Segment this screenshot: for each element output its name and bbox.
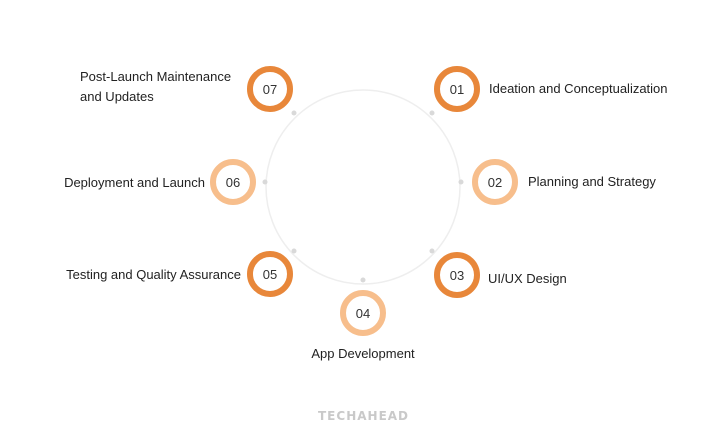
step-06-number: 06 [225, 174, 241, 190]
step-05-circle: 05 [247, 251, 293, 297]
step-05-label: Testing and Quality Assurance [66, 267, 241, 282]
step-01-number: 01 [449, 81, 465, 97]
ring-connector-dot [262, 179, 268, 185]
step-01-circle: 01 [434, 66, 480, 112]
step-05-number: 05 [262, 266, 278, 282]
step-02-label: Planning and Strategy [528, 174, 656, 189]
ring-connector-dot [429, 110, 435, 116]
step-04-number: 04 [355, 305, 371, 321]
step-07-number: 07 [262, 81, 278, 97]
step-02-circle: 02 [472, 159, 518, 205]
step-06-label: Deployment and Launch [64, 175, 205, 190]
brand-logo: TECHAHEAD [318, 409, 410, 423]
step-07-label-line2: and Updates [80, 89, 154, 104]
step-03-label: UI/UX Design [488, 271, 567, 286]
ring-circle [265, 89, 461, 285]
ring-connector-dot [429, 248, 435, 254]
step-07-label: Post-Launch Maintenance and Updates [80, 67, 231, 107]
step-04-label: App Development [311, 346, 415, 361]
step-07-label-line1: Post-Launch Maintenance [80, 69, 232, 84]
ring-connector-dot [291, 248, 297, 254]
step-02-number: 02 [487, 174, 503, 190]
step-06-circle: 06 [210, 159, 256, 205]
step-03-number: 03 [449, 267, 465, 283]
step-01-label: Ideation and Conceptualization [489, 81, 668, 96]
ring-connector-dot [291, 110, 297, 116]
step-04-circle: 04 [340, 290, 386, 336]
ring-connector-dot [360, 277, 366, 283]
step-07-circle: 07 [247, 66, 293, 112]
ring-connector-dot [458, 179, 464, 185]
step-03-circle: 03 [434, 252, 480, 298]
